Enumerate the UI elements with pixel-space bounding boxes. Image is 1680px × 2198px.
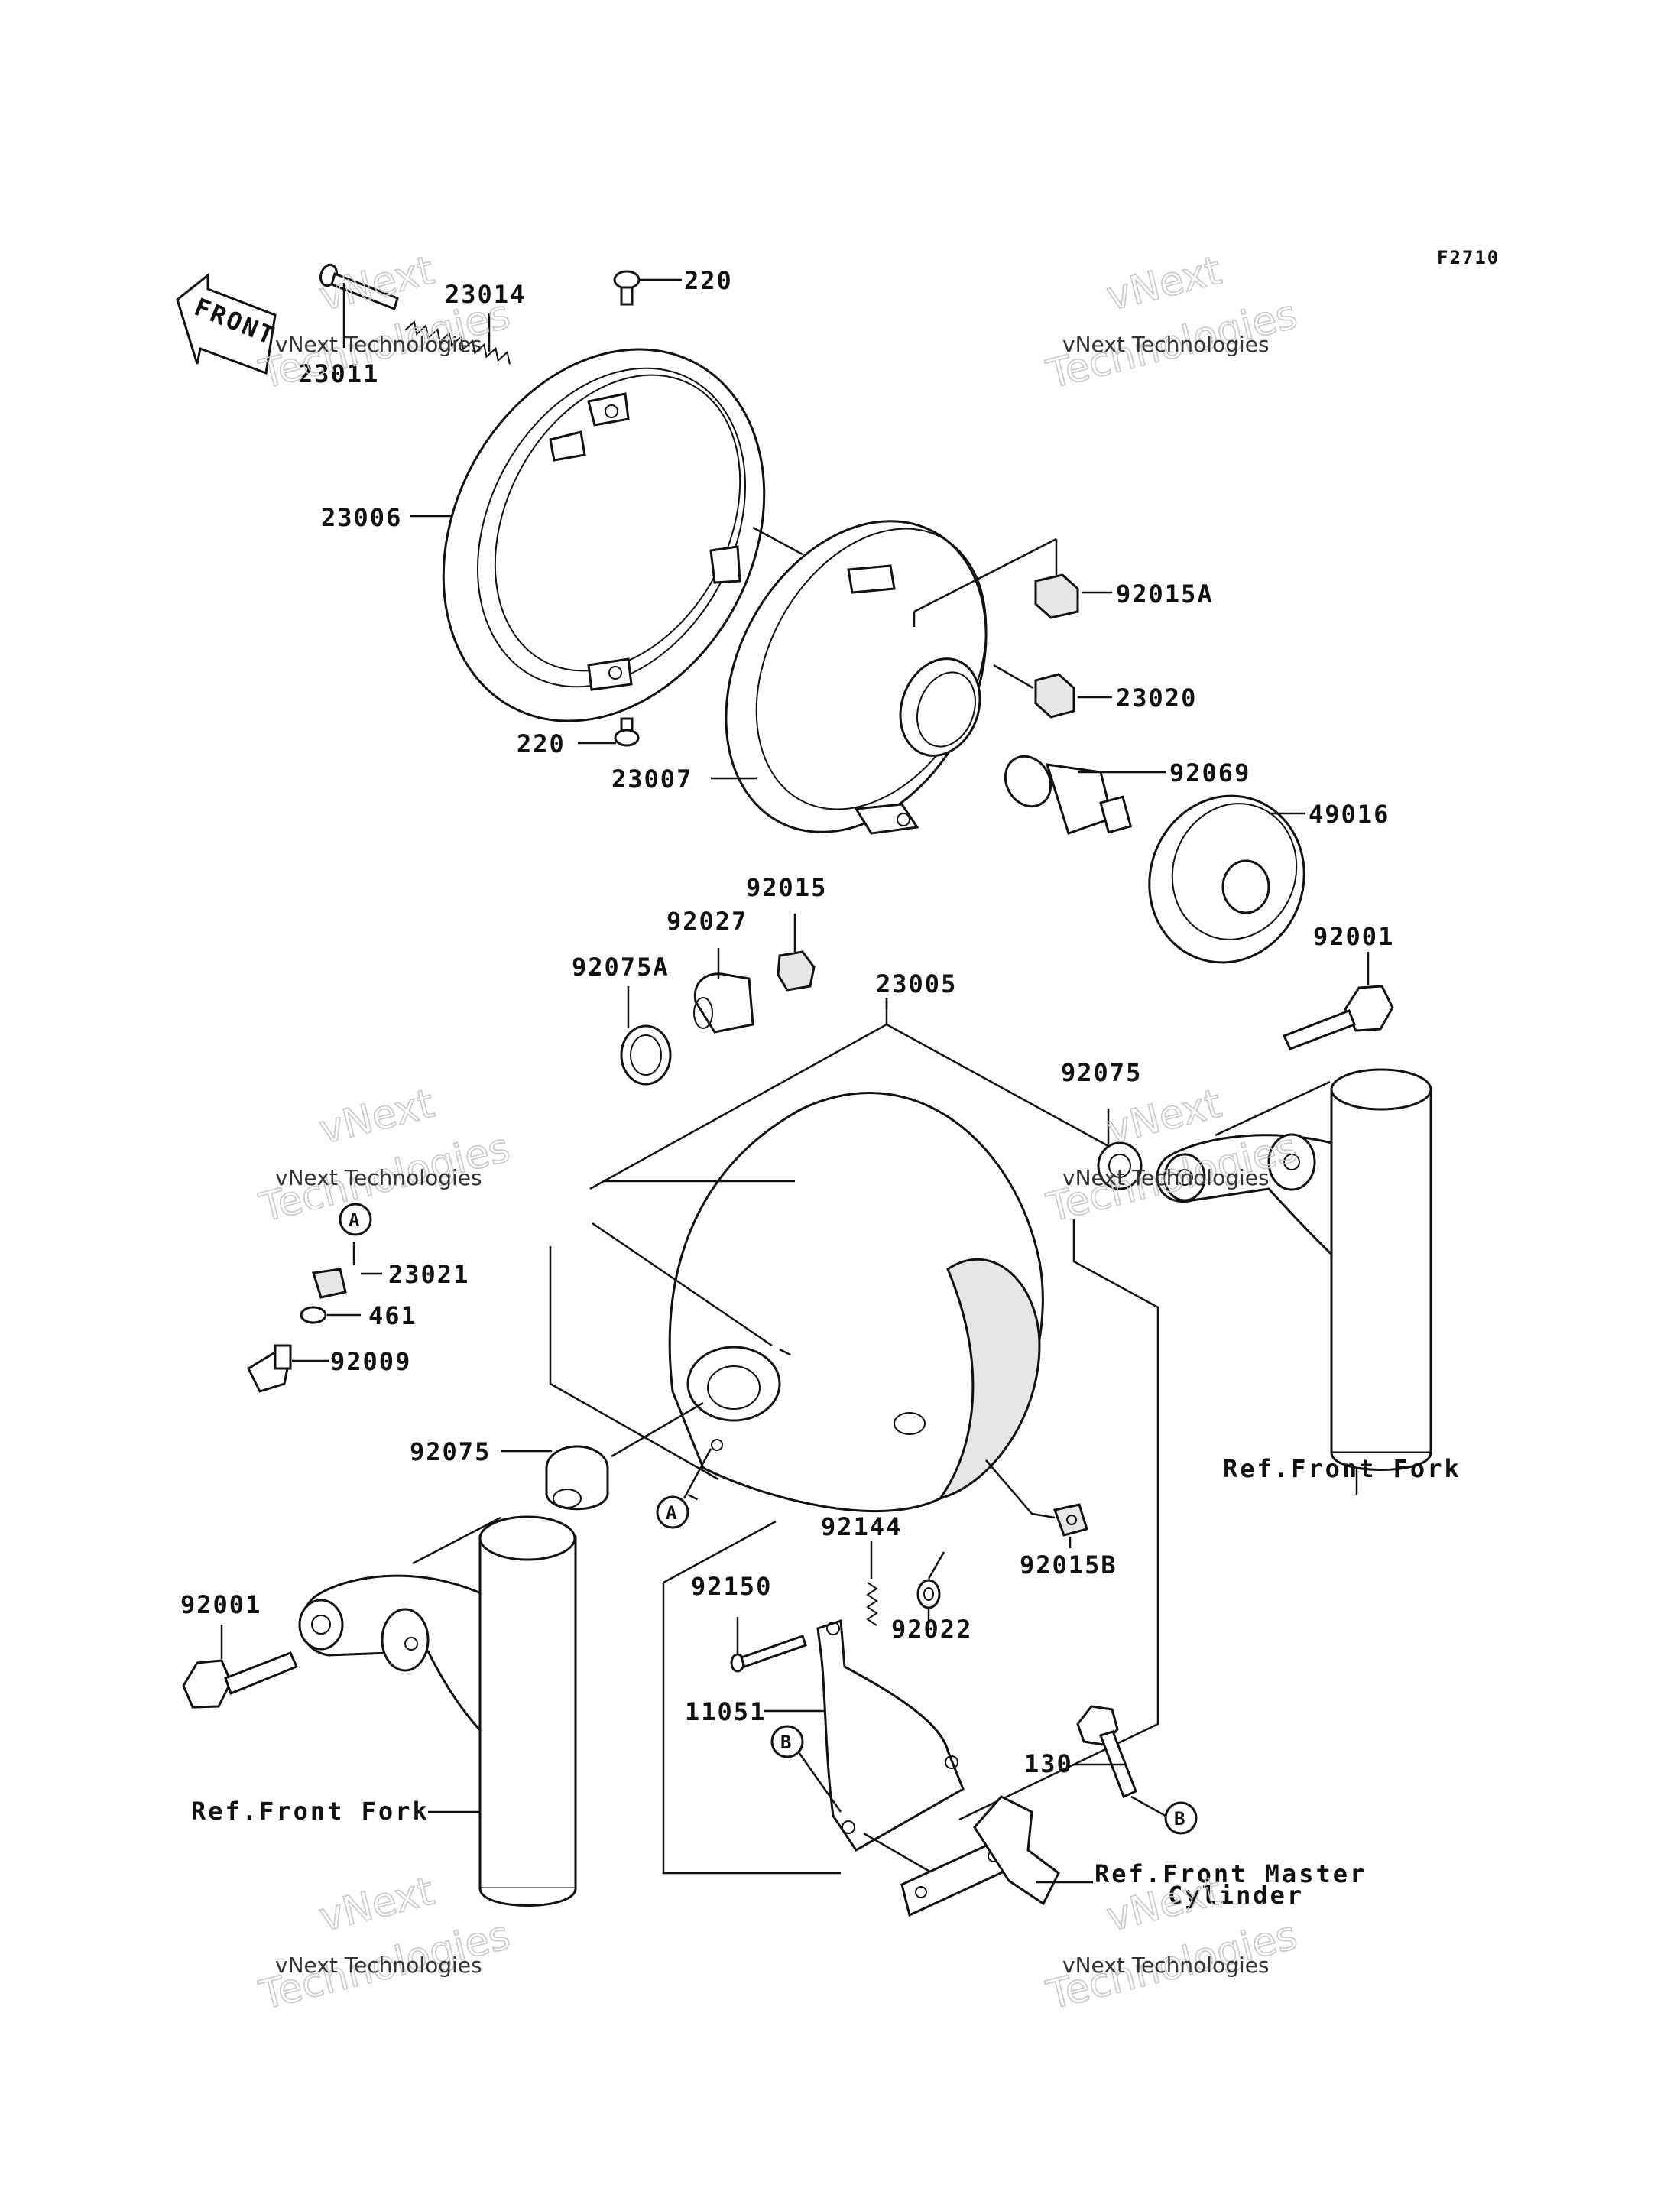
washer-92022 [916,1551,945,1625]
part-label: 461 [368,1301,417,1330]
bolt-92001-left [182,1625,298,1709]
bolt-92001-right [1282,952,1394,1050]
part-label: 92144 [821,1512,902,1541]
watermark-4: vNext Technologies vNext Technologies [1042,1080,1302,1232]
ref-front-fork-right: Ref.Front Fork [1223,1454,1461,1483]
part-label: 23006 [321,503,402,532]
ref-master-cylinder-line2: Cylinder [1168,1881,1304,1910]
svg-text:vNext Technologies: vNext Technologies [275,1953,482,1978]
part-label: 23021 [388,1260,469,1289]
spring-92144 [866,1541,878,1626]
part-label: 92015B [1020,1550,1117,1580]
marker-b-right: B [1164,1801,1198,1835]
nut-92015A [913,537,1112,627]
diagram-code: F2710 [1437,247,1500,268]
svg-text:vNext: vNext [1102,248,1226,320]
bolt-92009 [247,1344,329,1393]
bolt-130 [1074,1705,1170,1820]
svg-text:B: B [780,1732,793,1753]
part-labels: 23014 23011 220 23006 92015A 23020 220 2… [180,266,1394,1778]
part-label: 92009 [330,1347,411,1376]
svg-text:A: A [666,1502,678,1524]
svg-text:A: A [349,1209,361,1231]
part-label: 130 [1024,1749,1073,1778]
part-label: 23011 [298,359,379,388]
part-label: 92075A [572,953,670,982]
screw-220-top [613,270,682,306]
svg-text:vNext Technologies: vNext Technologies [275,332,482,357]
svg-text:vNext Technologies: vNext Technologies [275,1165,482,1190]
grommet-92075A [620,986,672,1086]
svg-text:vNext: vNext [315,248,439,320]
svg-text:vNext: vNext [315,1081,439,1154]
headlight-unit [711,520,988,835]
fork-bracket-right [1156,1068,1432,1495]
part-label: 92015A [1116,580,1214,609]
part-label: 92150 [691,1572,772,1601]
collar-23021 [312,1242,382,1299]
bulb [1004,755,1166,835]
washer-461 [300,1306,361,1324]
collar-92027 [693,948,754,1034]
part-label: 11051 [685,1697,766,1726]
dust-cover [1148,794,1305,964]
headlight-rim [442,348,766,722]
svg-text:B: B [1174,1808,1186,1830]
fork-bracket-left [298,1515,577,1907]
nut-92015B [985,1459,1088,1548]
svg-text:vNext Technologies: vNext Technologies [1062,1165,1270,1190]
headlight-body [549,998,1159,1875]
grommet-92075-left [501,1401,704,1511]
watermark-3: vNext Technologies vNext Technologies [255,1080,515,1232]
part-label: 92001 [1313,922,1394,951]
nut-92015 [777,914,816,992]
svg-text:vNext Technologies: vNext Technologies [1062,1953,1270,1978]
svg-text:vNext: vNext [315,1868,439,1941]
watermark-5: vNext Technologies vNext Technologies [255,1868,515,2020]
svg-text:vNext Technologies: vNext Technologies [1062,332,1270,357]
marker-b-left: B [770,1725,842,1813]
part-label: 23007 [611,765,692,794]
ref-master-cylinder-line1: Ref.Front Master [1095,1859,1367,1888]
marker-a-left: A [339,1203,372,1236]
screw-220-bottom [578,717,640,747]
part-label: 92001 [180,1590,261,1619]
part-label: 92075 [410,1437,491,1466]
part-label: 23014 [445,280,526,309]
marker-a-body: A [656,1448,712,1529]
part-label: 92022 [891,1615,972,1644]
grommet-92075-right [1097,1109,1143,1190]
spring [404,313,511,365]
nut-23020 [993,664,1112,719]
screw-92150 [730,1617,807,1673]
part-label: 220 [517,729,566,758]
part-label: 220 [684,266,733,295]
part-label: 92027 [666,907,748,936]
part-label: 92075 [1061,1058,1142,1087]
master-cylinder-clamp [900,1795,1093,1917]
ref-front-fork-left: Ref.Front Fork [191,1797,430,1826]
adjusting-screw [319,263,399,348]
part-label: 23005 [876,969,957,998]
part-label: 92015 [746,873,827,902]
part-label: 49016 [1309,800,1390,829]
part-label: 23020 [1116,683,1197,713]
part-label: 92069 [1169,758,1250,787]
bracket-11051 [764,1618,965,1875]
watermark-2: vNext Technologies vNext Technologies [1042,247,1302,399]
